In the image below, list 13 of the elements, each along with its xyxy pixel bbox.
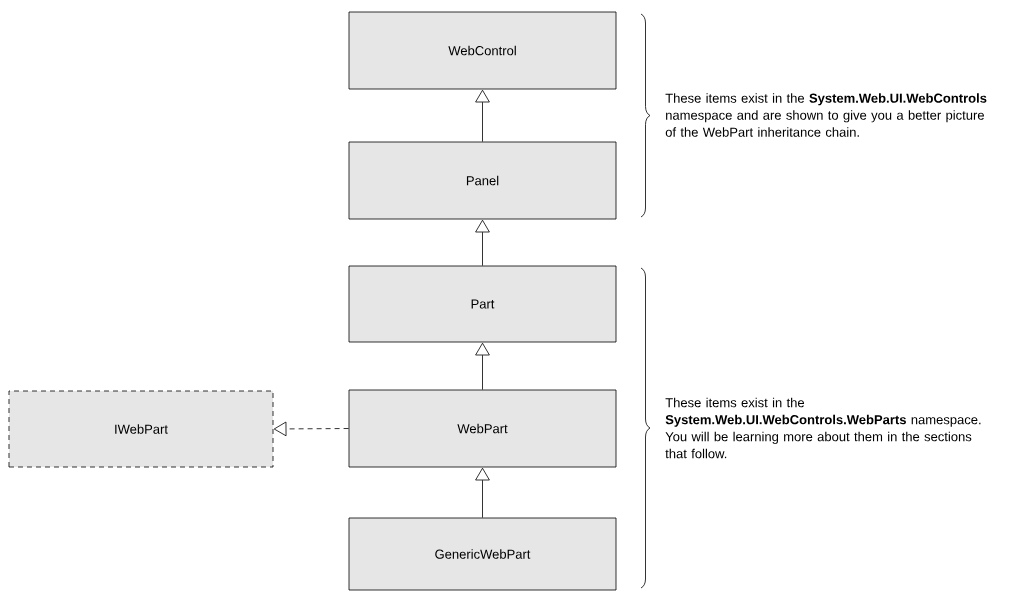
note-text: These items exist in the System.Web.UI.WebControls namespace and are shown to give you a better picture of the WebPart inheritance chain. (665, 93, 987, 137)
inheritance-arrow (475, 342, 490, 390)
inheritance-arrow (475, 219, 490, 266)
class-box: Panel (348, 141, 617, 220)
inheritance-arrow (475, 467, 490, 518)
class-box: WebControl (348, 11, 617, 90)
class-box: WebPart (348, 389, 617, 468)
interface-box: IWebPart (8, 390, 274, 468)
class-box: GenericWebPart (348, 517, 617, 591)
inheritance-arrow (475, 89, 490, 142)
note-text: These items exist in the System.Web.UI.WebControls.WebParts namespace. You will be learning more about them in the sections that follow. (665, 397, 981, 459)
dashed-arrow (273, 421, 349, 437)
class-box: Part (348, 265, 617, 343)
